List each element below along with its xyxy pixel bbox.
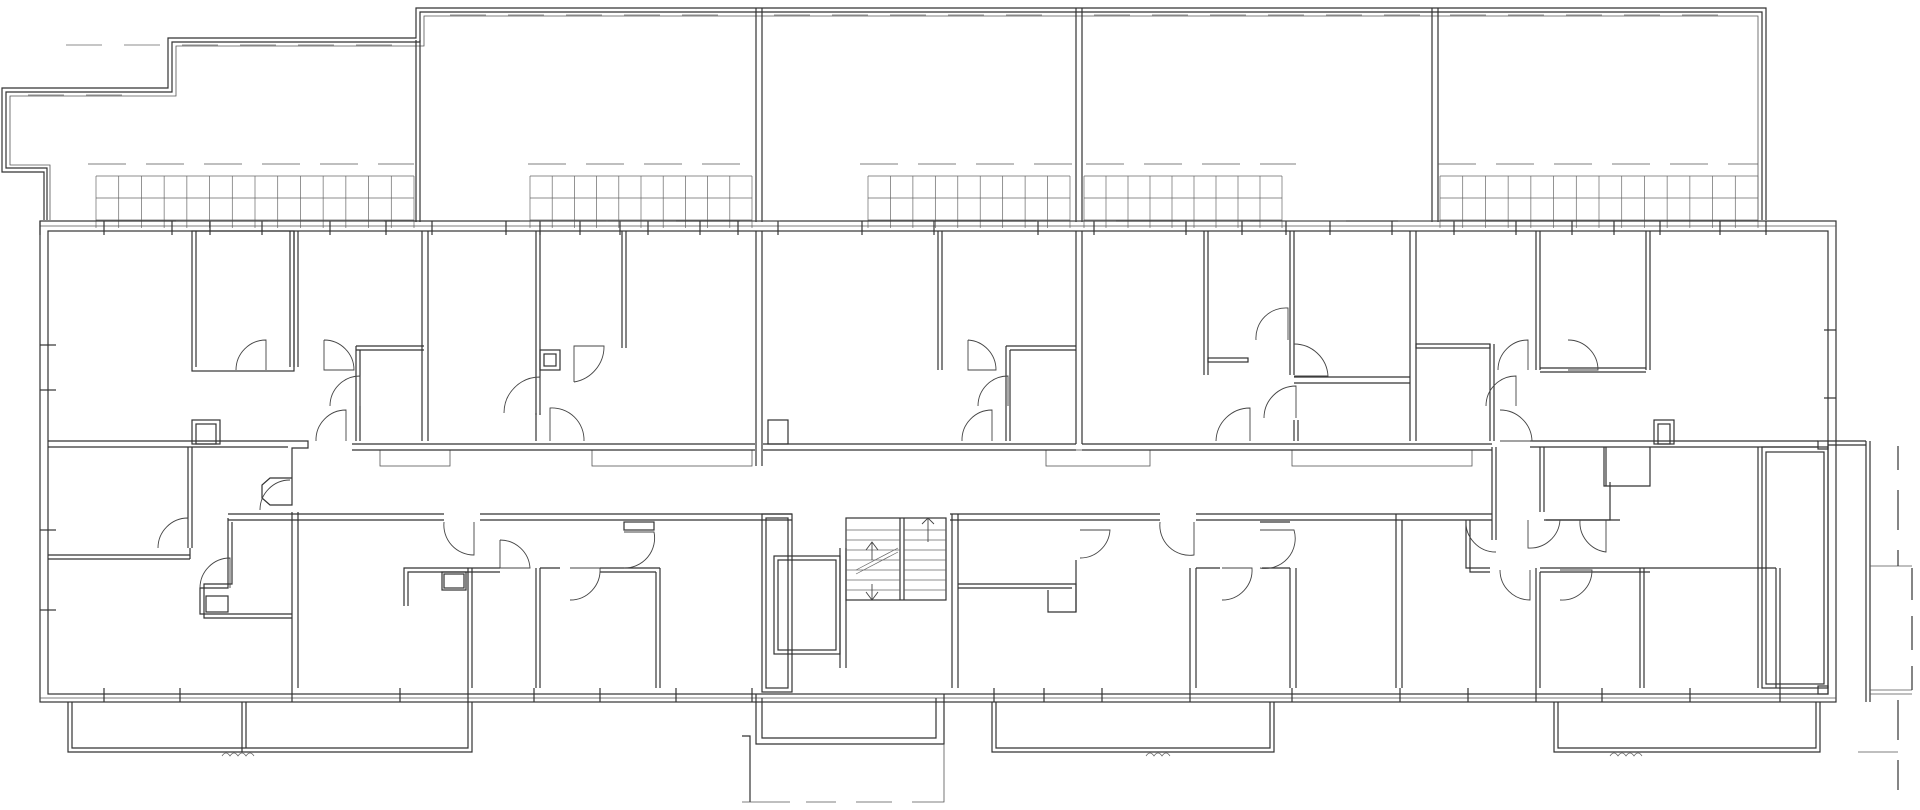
paving-grid [1083,175,1283,228]
east-terrace [1828,440,1913,790]
terrace-paving-grids [95,175,1759,228]
stair-core [742,513,947,803]
window-marks [39,220,1781,702]
corridor-window [1291,449,1473,467]
north-parapet-outline [1,7,1767,222]
paving-grid [95,175,415,228]
south-room-partitions [48,419,1829,695]
paving-grid [867,175,1071,228]
corridor-window [1045,449,1151,467]
paving-grid [1439,175,1759,228]
paving-grid [529,175,753,228]
corridor-window [591,449,753,467]
corridor-walls [48,440,1818,521]
terrace-railing-dashes [28,14,1758,165]
corridor-window [379,449,451,467]
north-room-partitions [191,230,1836,466]
door-swings [157,307,1607,601]
south-balconies [67,702,1821,757]
stair-treads [846,529,946,591]
